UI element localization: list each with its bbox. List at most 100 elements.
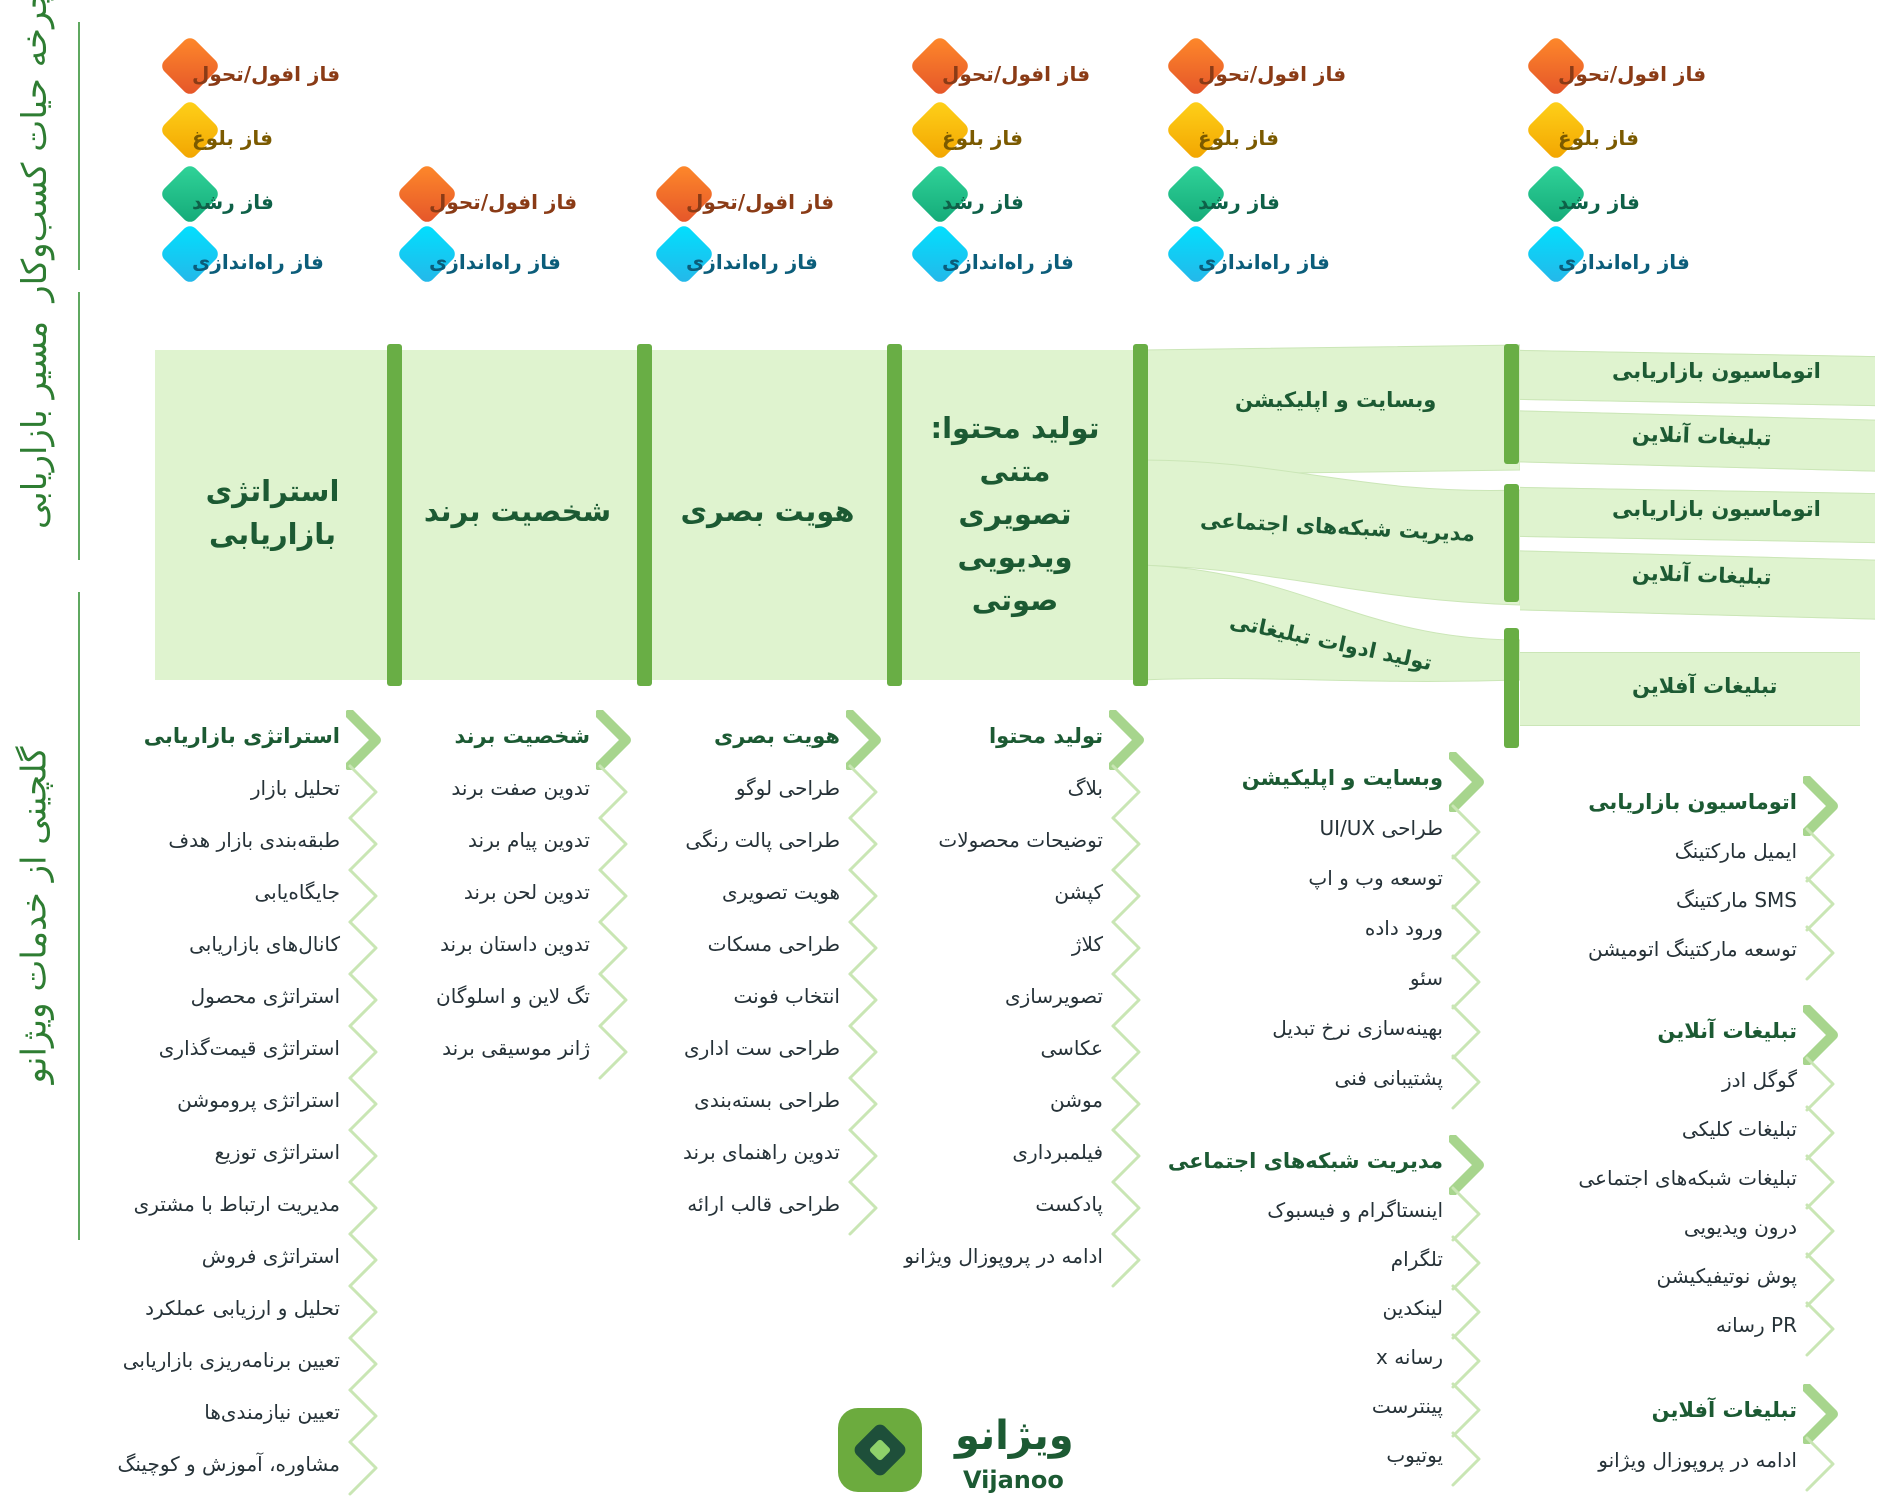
channel-website: وبسایت و اپلیکیشن [1235,388,1437,412]
stage-separator [1133,344,1148,686]
channel-online-ads: تبلیغات آنلاین [1631,421,1772,451]
chevron-right-icon [1449,802,1489,862]
service-item: استراتژی توزیع [214,1140,340,1164]
chevron-right-icon [846,1074,886,1134]
chevron-right-icon [1109,1126,1149,1186]
chevron-right-icon [1803,923,1843,983]
chevron-right-icon [845,709,886,771]
service-item: رسانه x [1376,1345,1443,1369]
service-item: پوش نوتیفیکیشن [1656,1264,1797,1288]
chevron-right-icon [1449,1052,1489,1112]
service-item: استراتژی قیمت‌گذاری [158,1036,340,1060]
chevron-right-icon [846,1022,886,1082]
chevron-right-icon [345,709,386,771]
chevron-right-icon [1449,1002,1489,1062]
service-item: طراحی قالب ارائه [687,1192,840,1216]
service-item: طبقه‌بندی بازار هدف [168,828,340,852]
chevron-right-icon [1803,825,1843,885]
content-type-video: ویدیویی [957,540,1073,574]
channel-automation: اتوماسیون بازاریابی [1612,497,1821,521]
marketing-path-row-divider [78,292,80,560]
channel-automation: اتوماسیون بازاریابی [1612,359,1821,383]
chevron-right-icon [846,866,886,926]
chevron-right-icon [1449,1282,1489,1342]
service-item: مشاوره، آموزش و کوچینگ [117,1452,341,1476]
chevron-right-icon [1803,1434,1843,1494]
stage-brand-personality: شخصیت برند [423,494,612,528]
chevron-right-icon [346,814,386,874]
service-item: تعیین نیازمندی‌ها [204,1400,340,1424]
strip-offline [1520,652,1860,726]
chevron-right-icon [596,970,636,1030]
chevron-right-icon [346,1438,386,1498]
services-automation-heading: اتوماسیون بازاریابی [1588,790,1797,814]
stage-separator [387,344,402,686]
service-item: تگ لاین و اسلوگان [436,984,590,1008]
chevron-right-icon [1109,1178,1149,1238]
chevron-right-icon [1803,1201,1843,1261]
chevron-right-icon [846,762,886,822]
chevron-right-icon [346,866,386,926]
chevron-right-icon [1449,1380,1489,1440]
service-item: تصویرسازی [1004,984,1103,1008]
marketing-path-row-label: مسیر بازاریابی [15,320,56,530]
chevron-right-icon [346,1334,386,1394]
chevron-right-icon [1802,775,1843,837]
chevron-right-icon [1109,814,1149,874]
logo-name-en: Vijanoo [963,1466,1064,1494]
service-item: پینترست [1371,1394,1443,1418]
service-item: پشتیبانی فنی [1334,1066,1443,1090]
chevron-right-icon [346,1282,386,1342]
chevron-right-icon [1803,1250,1843,1310]
chevron-right-icon [1109,762,1149,822]
service-item: عکاسی [1040,1036,1104,1060]
chevron-right-icon [346,918,386,978]
service-item: سئو [1409,966,1443,990]
chevron-right-icon [596,918,636,978]
logo-name-fa: ویژانو [955,1413,1074,1459]
service-item: فیلمبرداری [1012,1140,1103,1164]
lifecycle-row-divider [78,22,80,270]
service-item: جایگاه‌یابی [254,880,340,904]
content-type-audio: صوتی [971,583,1059,617]
services-social-heading: مدیریت شبکه‌های اجتماعی [1167,1149,1443,1173]
channel-separator [1504,628,1519,748]
service-item: تدوین پیام برند [468,828,590,852]
service-item: درون ویدیویی [1683,1215,1797,1239]
chevron-right-icon [846,814,886,874]
service-item: ژانر موسیقی برند [442,1036,590,1060]
content-type-text: متنی [979,454,1051,488]
service-item: تدوین راهنمای برند [682,1140,840,1164]
chevron-right-icon [1803,1299,1843,1359]
chevron-right-icon [1802,1004,1843,1066]
service-item: تبلیغات شبکه‌های اجتماعی [1578,1166,1797,1190]
chevron-right-icon [1109,1022,1149,1082]
service-item: گوگل ادز [1722,1068,1797,1092]
service-item: تدوین صفت برند [451,776,590,800]
channel-separator [1504,344,1519,464]
chevron-right-icon [1109,866,1149,926]
chevron-right-icon [596,814,636,874]
stage-separator [887,344,902,686]
services-visual-heading: هویت بصری [713,724,840,748]
chevron-right-icon [1449,952,1489,1012]
service-item: مدیریت ارتباط با مشتری [133,1192,340,1216]
chevron-right-icon [1449,1429,1489,1489]
service-item: تعیین برنامه‌ریزی بازاریابی [122,1348,340,1372]
services-strategy-heading: استراتژی بازاریابی [143,724,340,748]
service-item: SMS مارکتینگ [1675,888,1797,912]
service-item: استراتژی پروموشن [177,1088,340,1112]
service-item: اینستاگرام و فیسبوک [1267,1198,1443,1222]
stage-content-production: تولید محتوا: متنی تصویری ویدیویی صوتی [910,407,1120,622]
chevron-right-icon [846,970,886,1030]
logo-diamond-icon [851,1421,909,1479]
service-item: طراحی ست اداری [684,1036,840,1060]
content-title: تولید محتوا: [930,411,1100,445]
chevron-right-icon [1449,1184,1489,1244]
chevron-right-icon [1449,902,1489,962]
service-item: لینکدین [1382,1296,1444,1320]
chevron-right-icon [1448,751,1489,813]
chevron-right-icon [346,1022,386,1082]
service-item: تدوین لحن برند [463,880,590,904]
service-item: استراتژی محصول [190,984,340,1008]
